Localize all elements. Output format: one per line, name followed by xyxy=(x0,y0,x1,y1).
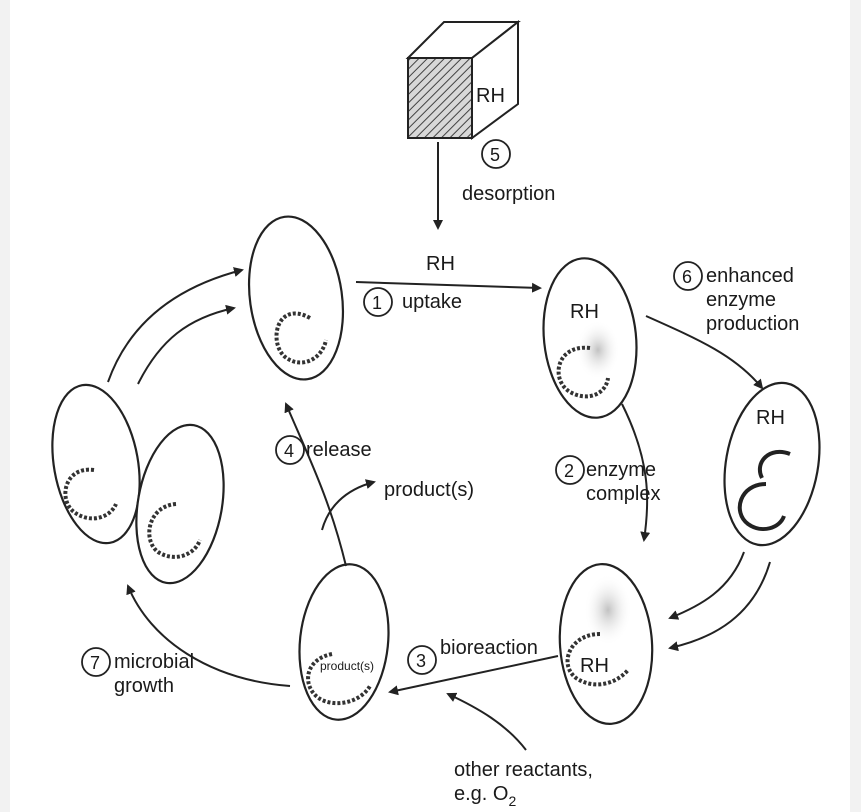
step-7-number: 7 xyxy=(90,653,100,673)
cycle-arrow-1 xyxy=(107,267,244,383)
reactants-line1: other reactants, xyxy=(454,759,593,781)
enzyme-chain-icon xyxy=(306,652,372,706)
step-1-label: uptake xyxy=(402,291,462,313)
source-block: RH xyxy=(405,19,521,140)
step-5-number: 5 xyxy=(490,145,500,165)
enhanced-production-arrow xyxy=(645,315,764,390)
reactants-line2-prefix: e.g. O xyxy=(454,783,508,805)
enzyme-chain-icon xyxy=(63,467,118,521)
release-arrow xyxy=(284,402,347,567)
uptake-arrow xyxy=(355,281,542,293)
uptake-substrate-label: RH xyxy=(426,253,455,275)
step-7-label-line1: microbial xyxy=(114,651,194,673)
reactants-line2: e.g. O2 xyxy=(454,783,516,809)
step-2-number: 2 xyxy=(564,461,574,481)
step-2-label-line2: complex xyxy=(586,483,660,505)
bioreaction-arrow xyxy=(388,655,559,696)
step-7-circle xyxy=(81,647,111,677)
daughter-cell-left xyxy=(51,383,141,545)
cell-product: product(s) xyxy=(298,563,390,721)
step-4-number: 4 xyxy=(284,441,294,461)
reactants-arrow xyxy=(446,692,527,751)
cell-uptake-label: RH xyxy=(570,301,599,323)
step-2-label-line1: enzyme xyxy=(586,459,656,481)
step-6-label-line2: enzyme xyxy=(706,289,776,311)
step-5-circle xyxy=(481,139,511,169)
product-arrow xyxy=(321,479,376,531)
return-arrow-1 xyxy=(668,551,745,620)
enzyme-icon xyxy=(758,450,791,479)
step-2-circle xyxy=(555,455,585,485)
step-3-label: bioreaction xyxy=(440,637,538,659)
growth-arrow xyxy=(126,584,291,687)
cell-top xyxy=(247,215,345,381)
enzyme-chain-icon xyxy=(556,345,610,399)
cell-uptake: RH xyxy=(542,257,638,419)
step-1-number: 1 xyxy=(372,293,382,313)
step-4-circle xyxy=(275,435,305,465)
step-3-circle xyxy=(407,645,437,675)
cycle-arrow-2 xyxy=(137,304,236,385)
step-3-number: 3 xyxy=(416,651,426,671)
step-7-label-line2: growth xyxy=(114,675,174,697)
cell-enhanced: RH xyxy=(723,381,821,547)
cell-product-label: product(s) xyxy=(320,659,374,673)
step-6-number: 6 xyxy=(682,267,692,287)
reactants-line2-subscript: 2 xyxy=(508,793,516,809)
enzyme-chain-icon xyxy=(565,632,630,687)
step-6-label-line1: enhanced xyxy=(706,265,794,287)
enzyme-chain-icon xyxy=(274,311,328,365)
enzyme-icon-2 xyxy=(737,482,786,532)
step-6-circle xyxy=(673,261,703,291)
source-block-label: RH xyxy=(476,85,505,107)
cell-bioreaction-label: RH xyxy=(580,655,609,677)
step-4-label: release xyxy=(306,439,372,461)
step-1-circle xyxy=(363,287,393,317)
daughter-cell-right xyxy=(135,423,225,585)
diagram-page: RH 5 desorption RH 1 uptake RH 6 enhance… xyxy=(10,0,850,812)
bioremediation-cycle-diagram: RH 5 desorption RH 1 uptake RH 6 enhance… xyxy=(51,19,821,809)
step-5-label: desorption xyxy=(462,183,555,205)
cell-enhanced-label: RH xyxy=(756,407,785,429)
enzyme-complex-arrow xyxy=(621,403,651,542)
enzyme-chain-icon xyxy=(147,502,202,559)
product-label: product(s) xyxy=(384,479,474,501)
cell-bioreaction: RH xyxy=(558,563,654,725)
return-arrow-2 xyxy=(668,561,771,652)
step-6-label-line3: production xyxy=(706,313,799,335)
